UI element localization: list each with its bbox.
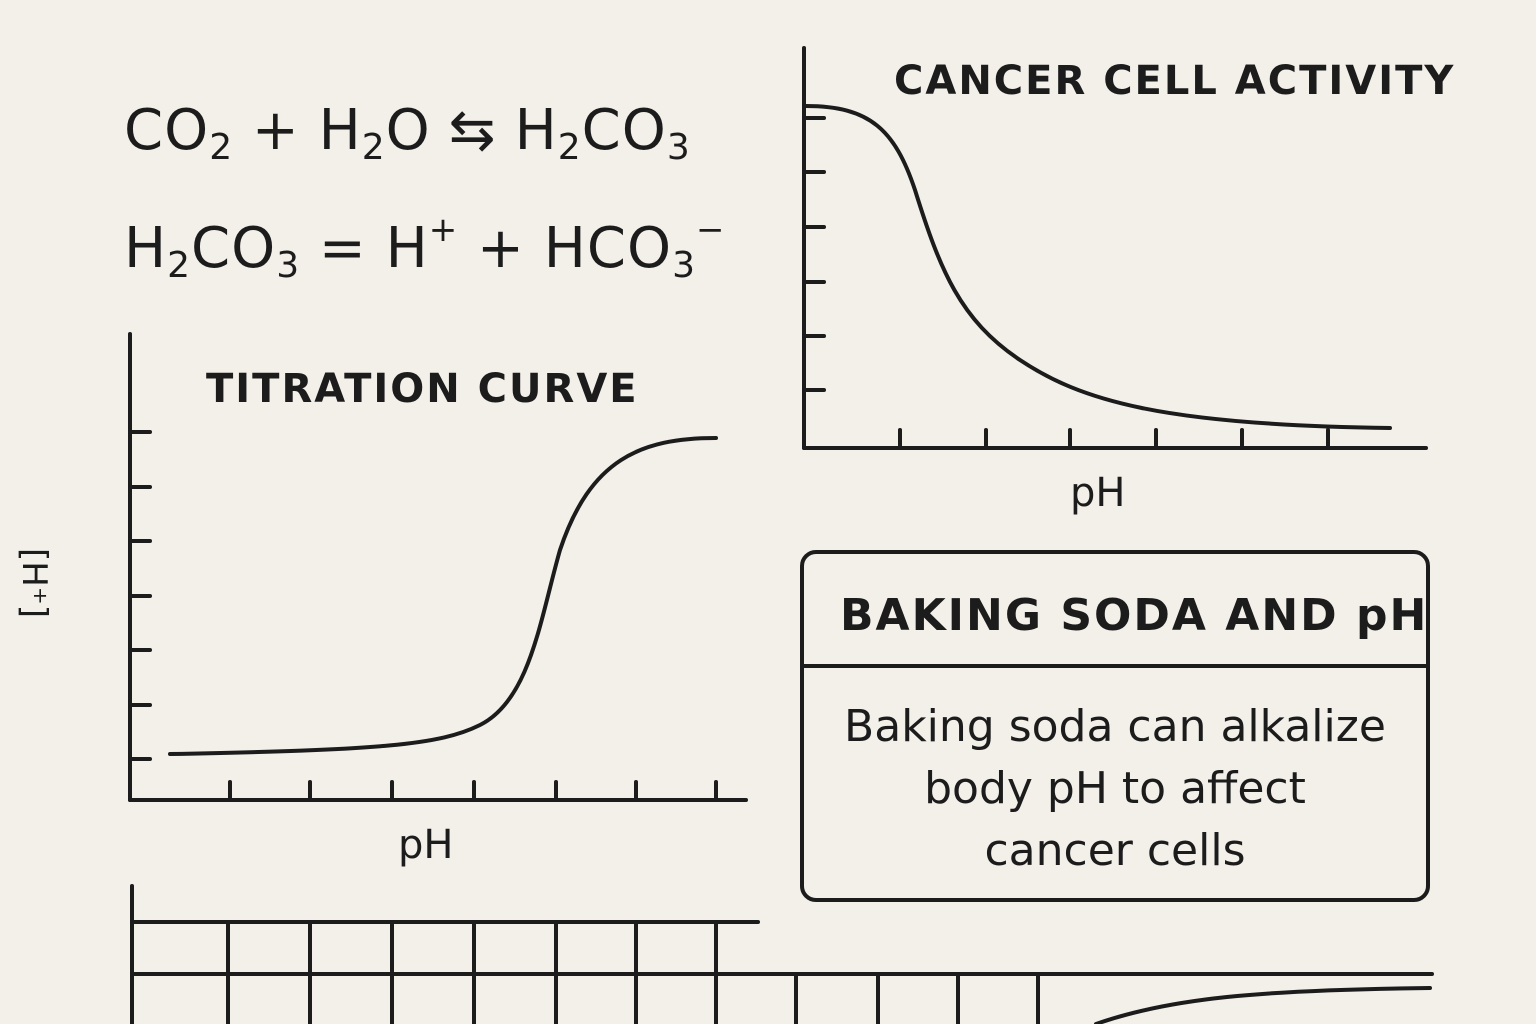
equilibrium-arrow-icon: ⇆: [448, 98, 497, 163]
info-box-body: Baking soda can alkalize body pH to affe…: [844, 701, 1386, 876]
cancer-chart-title: CANCER CELL ACTIVITY: [894, 58, 1456, 104]
bottom-grid-columns: [226, 920, 1040, 1024]
eq1-subscript: 3: [666, 127, 691, 168]
titration-y-ticks: [128, 430, 152, 761]
eq2-subscript: 2: [167, 245, 192, 286]
titration-y-axis-label: [H⁺]: [14, 548, 54, 619]
bottom-curve: [1094, 986, 1432, 1024]
baking-soda-info-box: BAKING SODA AND pH Baking soda can alkal…: [800, 550, 1430, 902]
equation-carbonic-acid-dissociation: H2CO3 = H+ + HCO3−: [124, 210, 725, 286]
titration-curve: [168, 436, 718, 756]
eq1-term: H: [514, 98, 558, 163]
eq2-superscript: +: [428, 210, 459, 250]
eq1-term: + H: [233, 98, 362, 163]
eq1-term: O: [385, 98, 431, 163]
eq1-term: CO: [581, 98, 667, 163]
cancer-activity-chart: [802, 46, 1428, 450]
eq2-superscript: −: [695, 210, 726, 250]
eq2-term: CO: [191, 216, 277, 281]
cancer-activity-curve: [804, 104, 1392, 430]
eq2-term: = H: [300, 216, 429, 281]
eq1-subscript: 2: [557, 127, 582, 168]
eq1-term: CO: [124, 98, 210, 163]
info-box-title: BAKING SODA AND pH: [804, 554, 1426, 668]
cancer-x-ticks: [898, 428, 1330, 450]
eq2-term: HCO: [543, 216, 673, 281]
cancer-x-axis-label: pH: [1070, 470, 1126, 516]
titration-x-axis-label: pH: [398, 822, 454, 868]
eq2-term: H: [124, 216, 168, 281]
cancer-y-ticks: [802, 116, 826, 392]
eq1-subscript: 2: [209, 127, 234, 168]
titration-x-ticks: [228, 780, 718, 802]
titration-chart-title: TITRATION CURVE: [206, 366, 639, 412]
bottom-grid-chart: [130, 884, 1434, 1024]
eq2-term: +: [458, 216, 544, 281]
eq2-subscript: 3: [276, 245, 301, 286]
equation-carbonic-acid-formation: CO2 + H2O⇆H2CO3: [124, 98, 691, 168]
eq1-subscript: 2: [361, 127, 386, 168]
titration-chart: [128, 332, 748, 802]
eq2-subscript: 3: [672, 245, 696, 286]
